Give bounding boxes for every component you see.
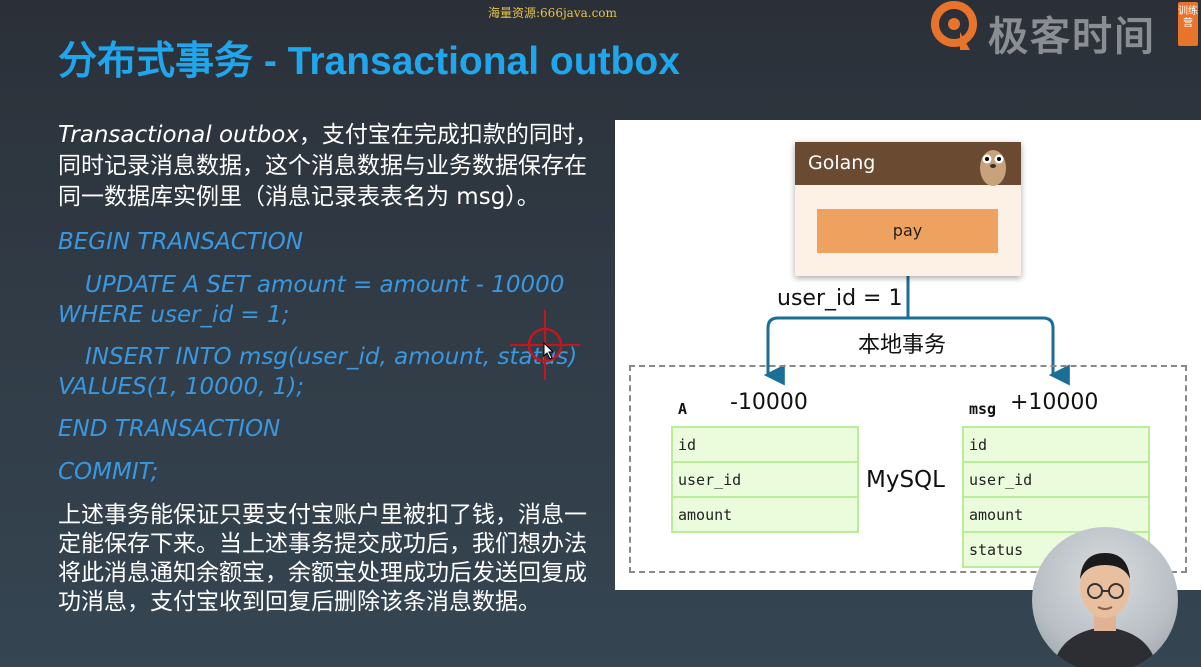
- param-label: user_id = 1: [777, 286, 903, 311]
- table-msg-delta: +10000: [1010, 390, 1099, 415]
- table-row: amount: [962, 496, 1150, 533]
- brand-name: 极客时间: [988, 14, 1156, 60]
- db-name: MySQL: [866, 467, 945, 493]
- watermark: 海量资源:666java.com: [488, 6, 617, 20]
- code-insert-2: VALUES(1, 10000, 1);: [58, 374, 305, 400]
- outro-paragraph: 上述事务能保证只要支付宝账户里被扣了钱，消息一定能保存下来。当上述事务提交成功后…: [58, 502, 587, 615]
- crosshair-cursor-icon: [510, 310, 580, 380]
- brand-badge: 训练营: [1178, 2, 1198, 46]
- brand-logo: 极客时间 训练营: [930, 0, 1201, 60]
- gopher-icon: [980, 150, 1006, 186]
- local-tx-label: 本地事务: [858, 333, 947, 358]
- table-row: user_id: [671, 461, 859, 498]
- pay-button: pay: [817, 209, 998, 253]
- table-row: id: [962, 426, 1150, 463]
- field-cell: id: [671, 426, 859, 463]
- table-row: amount: [671, 496, 859, 533]
- field-cell: user_id: [962, 461, 1150, 498]
- code-begin: BEGIN TRANSACTION: [58, 229, 303, 255]
- field-cell: user_id: [671, 461, 859, 498]
- golang-service-box: Golang pay: [795, 142, 1021, 276]
- intro-text: ，支付宝在完成扣款的同时，同时记录消息数据，这个消息数据与业务数据保存在同一数据…: [58, 122, 598, 210]
- code-update-1: UPDATE A SET amount = amount - 10000: [85, 272, 565, 298]
- code-end: END TRANSACTION: [58, 416, 281, 442]
- presenter-avatar-icon: [1053, 553, 1157, 667]
- code-insert-1: INSERT INTO msg(user_id, amount, status): [85, 344, 578, 370]
- table-row: user_id: [962, 461, 1150, 498]
- field-cell: amount: [671, 496, 859, 533]
- table-row: id: [671, 426, 859, 463]
- left-column: Transactional outbox，支付宝在完成扣款的同时，同时记录消息数…: [58, 120, 608, 617]
- table-a-fields: id user_id amount: [671, 426, 859, 533]
- sql-code-block: BEGIN TRANSACTION UPDATE A SET amount = …: [58, 227, 608, 487]
- field-cell: amount: [962, 496, 1150, 533]
- intro-paragraph: Transactional outbox，支付宝在完成扣款的同时，同时记录消息数…: [58, 120, 608, 213]
- field-cell: id: [962, 426, 1150, 463]
- table-a-name: A: [678, 400, 688, 418]
- presenter-webcam: [1032, 527, 1178, 667]
- slide-title: 分布式事务 - Transactional outbox: [58, 40, 680, 83]
- database-box: [629, 365, 1187, 573]
- geektime-logo-icon: [931, 1, 977, 50]
- code-update-2: WHERE user_id = 1;: [58, 302, 290, 328]
- table-msg-name: msg: [969, 400, 997, 418]
- diagram-panel: Golang pay user_id = 1 本地事务 A -10000 id …: [615, 120, 1201, 590]
- intro-term: Transactional outbox: [58, 122, 299, 148]
- code-commit: COMMIT;: [58, 459, 159, 485]
- table-a-delta: -10000: [730, 390, 808, 415]
